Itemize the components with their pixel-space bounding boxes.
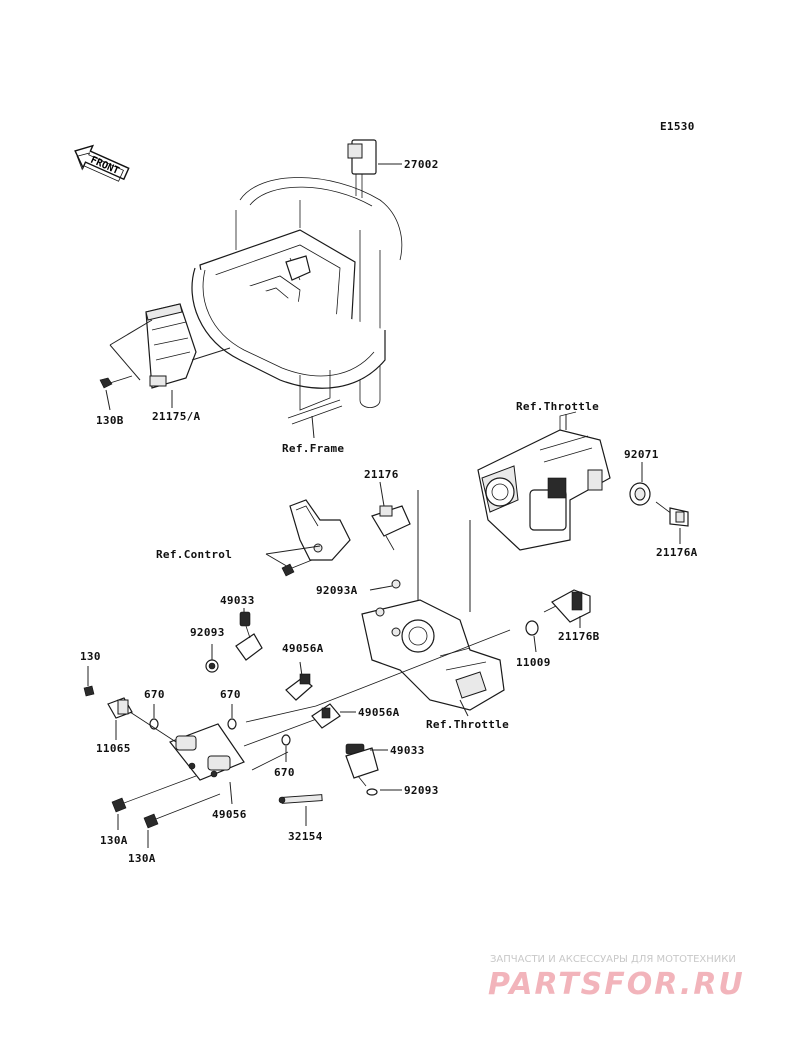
bolt-130 — [83, 685, 95, 697]
o-ring-92093a — [391, 579, 401, 589]
throttle-body-housing — [361, 599, 505, 711]
label-21175a: 21175/A — [152, 410, 201, 423]
pipe-32154 — [278, 794, 323, 804]
injector-49033-lower — [345, 743, 379, 787]
label-49033-top: 49033 — [220, 594, 255, 607]
label-130a-2: 130A — [128, 852, 156, 865]
label-130a-1: 130A — [100, 834, 128, 847]
ecu-21175 — [145, 303, 197, 389]
label-49056: 49056 — [212, 808, 247, 821]
bolt-130a-2 — [143, 793, 221, 829]
label-32154: 32154 — [288, 830, 323, 843]
sensor-21176 — [371, 505, 411, 551]
sensor-21176a — [655, 501, 689, 527]
cap-11065 — [107, 697, 133, 719]
bolt-130b — [99, 375, 133, 389]
label-21176a: 21176A — [656, 546, 698, 559]
label-130b: 130B — [96, 414, 124, 427]
label-130: 130 — [80, 650, 101, 663]
label-11009: 11009 — [516, 656, 551, 669]
bolt-control-bracket — [281, 559, 313, 577]
label-670-b: 670 — [220, 688, 241, 701]
watermark-tagline: ЗАПЧАСТИ И АКСЕССУАРЫ ДЛЯ МОТОТЕХНИКИ — [490, 954, 736, 965]
fuel-fitting-49056a-upper — [285, 673, 313, 701]
label-49033-bottom: 49033 — [390, 744, 425, 757]
throttle-body-reference — [477, 411, 611, 551]
seal-92071 — [629, 482, 651, 506]
sensor-21176b — [543, 589, 591, 623]
label-ref-control: Ref.Control — [156, 548, 232, 561]
fuel-rail-49056 — [169, 723, 245, 781]
label-92093-top: 92093 — [190, 626, 225, 639]
watermark-brand: PARTSFOR.RU — [488, 967, 745, 1002]
o-ring-92093-upper — [205, 659, 219, 673]
frame-reference-drawing — [191, 177, 403, 425]
watermark: ЗАПЧАСТИ И АКСЕССУАРЫ ДЛЯ МОТОТЕХНИКИ PA… — [488, 954, 745, 1002]
injector-49033-upper — [235, 611, 263, 661]
control-bracket-reference — [289, 499, 351, 561]
o-ring-92093-lower — [366, 788, 378, 796]
o-ring-670-b — [227, 718, 237, 730]
label-92093-bottom: 92093 — [404, 784, 439, 797]
label-21176b: 21176B — [558, 630, 600, 643]
label-670-a: 670 — [144, 688, 165, 701]
bolt-130a-1 — [111, 775, 197, 813]
label-ref-throttle-top: Ref.Throttle — [516, 400, 599, 413]
label-11065: 11065 — [96, 742, 131, 755]
label-ref-throttle-bottom: Ref.Throttle — [426, 718, 509, 731]
o-ring-670-c — [281, 734, 291, 746]
label-92071: 92071 — [624, 448, 659, 461]
relay-27002 — [347, 139, 377, 198]
label-49056a-top: 49056A — [282, 642, 324, 655]
label-ref-frame: Ref.Frame — [282, 442, 344, 455]
label-49056a-bottom: 49056A — [358, 706, 400, 719]
diagram-code: E1530 — [660, 120, 695, 133]
fuel-fitting-49056a-lower — [311, 703, 341, 729]
label-670-c: 670 — [274, 766, 295, 779]
label-21176: 21176 — [364, 468, 399, 481]
gasket-11009 — [525, 620, 539, 636]
label-92093a: 92093A — [316, 584, 358, 597]
front-direction-sign: FRONT — [74, 144, 130, 182]
label-27002: 27002 — [404, 158, 439, 171]
